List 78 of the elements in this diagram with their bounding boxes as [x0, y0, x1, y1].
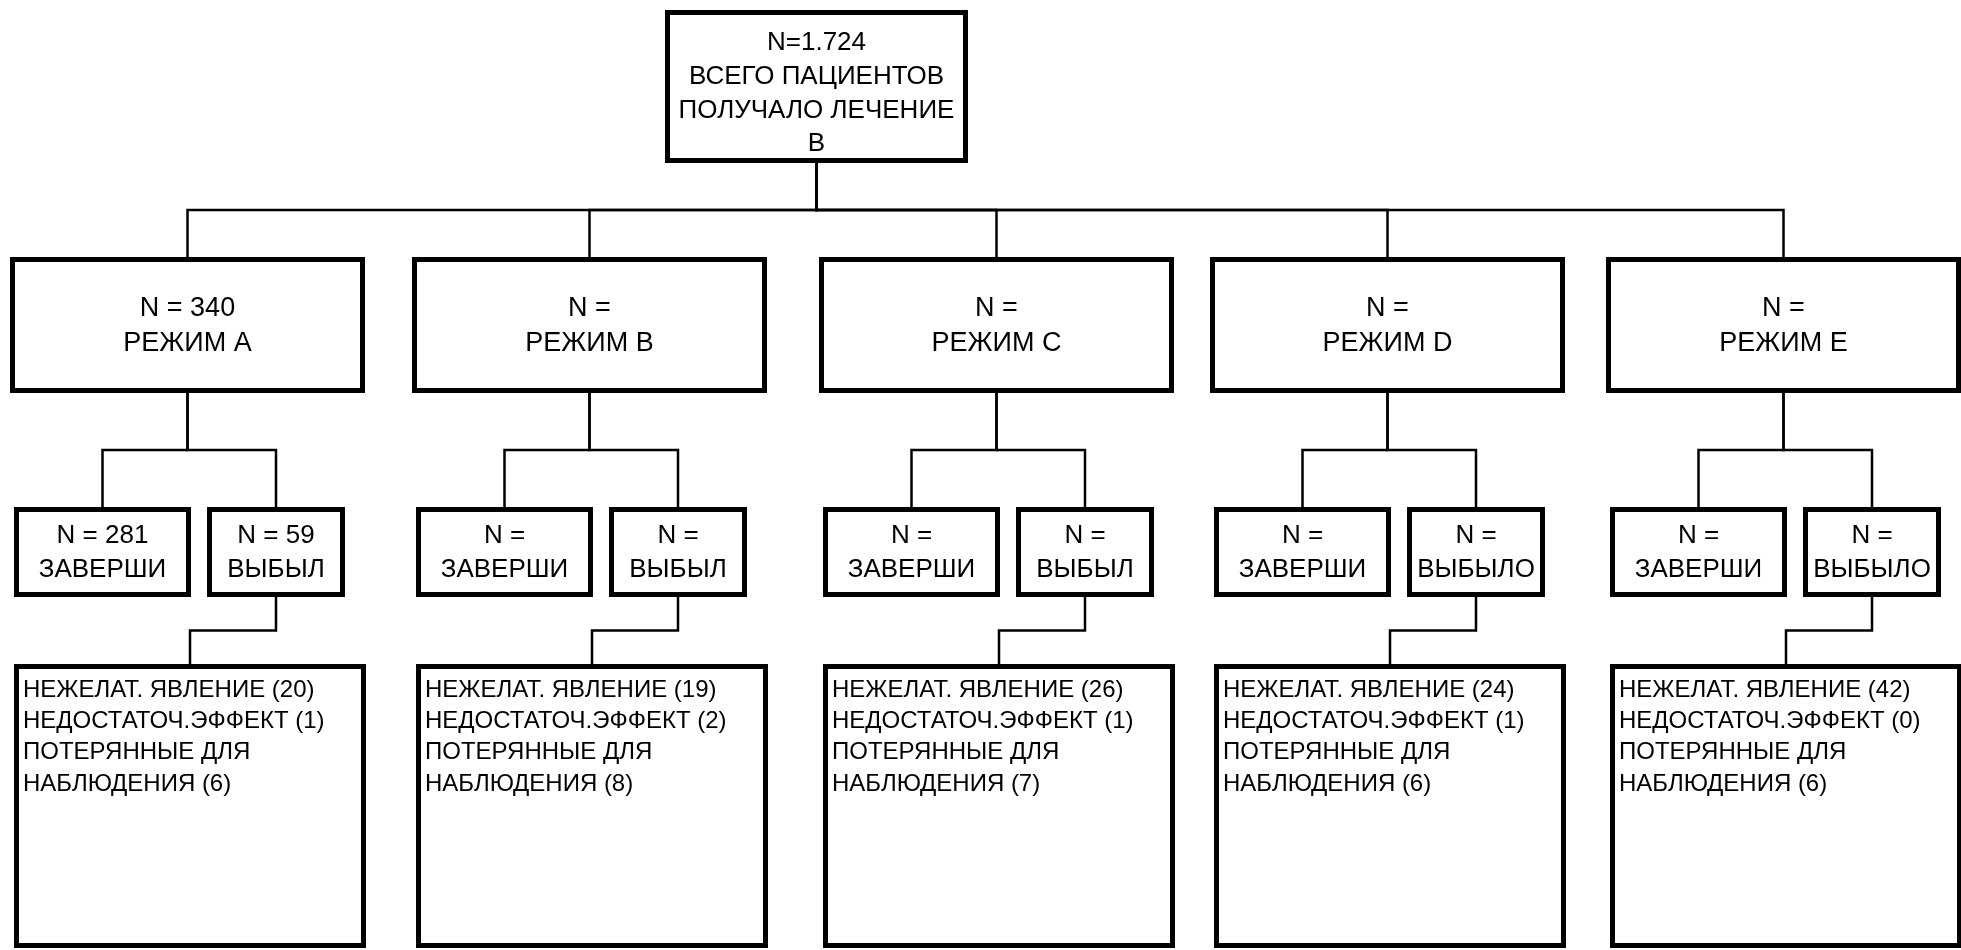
count-text: N = [1455, 518, 1497, 552]
group-label: ЗАВЕРШИ [440, 552, 569, 585]
group-label: ВЫБЫЛО [1813, 552, 1931, 585]
connector-line [1388, 597, 1478, 664]
connector-line [997, 597, 1087, 664]
group-label: ЗАВЕРШИ [38, 552, 167, 585]
count-text: N = 340 [139, 290, 236, 324]
count-text: N = 281 [56, 518, 149, 552]
reason-box [14, 664, 366, 948]
group-label: ЗАВЕРШИ [847, 552, 976, 585]
count-text: N = [975, 290, 1018, 324]
count-text: N = [1677, 518, 1720, 552]
group-label: ВЫБЫЛО [1417, 552, 1535, 585]
reason-text: НЕЖЕЛАТ. ЯВЛЕНИЕ (24) [1223, 674, 1516, 704]
reason-box [1610, 664, 1961, 948]
reason-box [823, 664, 1175, 948]
count-box [1606, 257, 1961, 393]
connector-line [186, 393, 278, 507]
reason-text: НЕЖЕЛАТ. ЯВЛЕНИЕ (20) [23, 674, 316, 704]
group-label: ВЫБЫЛ [227, 552, 325, 585]
count-box [819, 257, 1174, 393]
reason-text: НЕДОСТАТОЧ.ЭФФЕКТ (2) [425, 705, 728, 736]
count-text: N = [1281, 518, 1324, 552]
count-text: N = 59 [237, 518, 315, 552]
reason-text: НЕДОСТАТОЧ.ЭФФЕКТ (1) [1223, 705, 1526, 736]
reason-text: НЕЖЕЛАТ. ЯВЛЕНИЕ (42) [1619, 674, 1912, 704]
count-text: N = [1762, 290, 1805, 324]
reason-text: НЕДОСТАТОЧ.ЭФФЕКТ (1) [23, 705, 326, 736]
count-text: N = [890, 518, 933, 552]
reason-text: ПОТЕРЯННЫЕ ДЛЯ НАБЛЮДЕНИЯ (6) [1619, 736, 1848, 798]
count-text: N = [1366, 290, 1409, 324]
group-label: РЕЖИМ D [1322, 326, 1453, 359]
count-box [1407, 507, 1545, 597]
reason-text: ПОТЕРЯННЫЕ ДЛЯ НАБЛЮДЕНИЯ (7) [832, 736, 1061, 798]
count-text: N = [1064, 518, 1106, 552]
reason-text: НЕЖЕЛАТ. ЯВЛЕНИЕ (26) [832, 674, 1125, 704]
reason-text: НЕДОСТАТОЧ.ЭФФЕКТ (0) [1619, 705, 1922, 736]
count-box [1803, 507, 1941, 597]
count-box [10, 257, 365, 393]
group-label: РЕЖИМ C [931, 326, 1062, 359]
count-text: N = [1851, 518, 1893, 552]
connector-line [1782, 393, 1874, 507]
group-label: ЗАВЕРШИ [1634, 552, 1763, 585]
count-box [823, 507, 1000, 597]
reason-text: ПОТЕРЯННЫЕ ДЛЯ НАБЛЮДЕНИЯ (6) [23, 736, 252, 798]
count-box [14, 507, 191, 597]
group-label: ВЫБЫЛ [1036, 552, 1134, 585]
count-box [1610, 507, 1787, 597]
reason-text: НЕДОСТАТОЧ.ЭФФЕКТ (1) [832, 705, 1135, 736]
reason-text: ПОТЕРЯННЫЕ ДЛЯ НАБЛЮДЕНИЯ (6) [1223, 736, 1452, 798]
count-box [416, 507, 593, 597]
connector-line [588, 393, 680, 507]
count-box [1214, 507, 1391, 597]
connector-line [995, 393, 1087, 507]
group-label: РЕЖИМ B [525, 326, 654, 359]
reason-text: НЕЖЕЛАТ. ЯВЛЕНИЕ (19) [425, 674, 718, 704]
connector-line [590, 597, 680, 664]
count-box [609, 507, 747, 597]
count-text: N = [657, 518, 699, 552]
group-label: РЕЖИМ A [123, 326, 252, 359]
group-label: ВСЕГО ПАЦИЕНТОВ ПОЛУЧАЛО ЛЕЧЕНИЕ В [677, 58, 956, 160]
count-box [207, 507, 345, 597]
group-label: ЗАВЕРШИ [1238, 552, 1367, 585]
count-text: N = [568, 290, 611, 324]
reason-box [1214, 664, 1566, 948]
count-text: N = [483, 518, 526, 552]
group-label: РЕЖИМ E [1719, 326, 1848, 359]
count-text: N=1.724 [767, 25, 866, 58]
count-box [1016, 507, 1154, 597]
connector-line [1386, 393, 1478, 507]
connector-line [1784, 597, 1874, 664]
reason-text: ПОТЕРЯННЫЕ ДЛЯ НАБЛЮДЕНИЯ (8) [425, 736, 654, 798]
reason-box [416, 664, 768, 948]
connector-line [188, 597, 278, 664]
count-box [1210, 257, 1565, 393]
count-box [412, 257, 767, 393]
group-label: ВЫБЫЛ [629, 552, 727, 585]
count-box [665, 10, 968, 163]
